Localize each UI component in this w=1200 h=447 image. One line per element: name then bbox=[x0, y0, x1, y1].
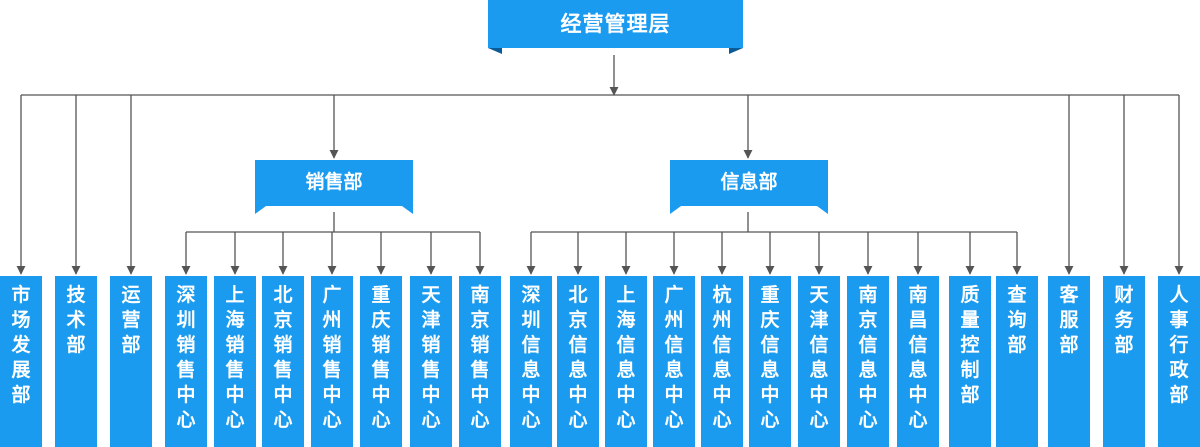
sales-center-box-shanghai: 上海销售中心 bbox=[214, 276, 256, 447]
dept-label: 人事行政部 bbox=[1169, 284, 1189, 406]
info-center-box-chongqing: 重庆信息中心 bbox=[749, 276, 791, 447]
info-center-box-nanchang: 南昌信息中心 bbox=[897, 276, 939, 447]
dept-box-quality-control: 质量控制部 bbox=[949, 276, 991, 447]
dept-label: 运营部 bbox=[121, 284, 141, 356]
info-department-box: 信息部 bbox=[670, 160, 828, 214]
info-center-label: 查询部 bbox=[1007, 284, 1027, 356]
sales-center-label: 深圳销售中心 bbox=[176, 284, 196, 431]
dept-label: 财务部 bbox=[1114, 284, 1134, 356]
sales-center-label: 北京销售中心 bbox=[273, 284, 293, 431]
info-center-box-tianjin: 天津信息中心 bbox=[798, 276, 840, 447]
sales-department-box: 销售部 bbox=[255, 160, 413, 214]
dept-label: 市场发展部 bbox=[11, 284, 31, 406]
sales-center-box-nanjing: 南京销售中心 bbox=[459, 276, 501, 447]
info-center-label: 重庆信息中心 bbox=[760, 284, 780, 431]
dept-box-hr-admin: 人事行政部 bbox=[1158, 276, 1200, 447]
sales-center-box-chongqing: 重庆销售中心 bbox=[360, 276, 402, 447]
ribbon-fold-right bbox=[729, 48, 743, 54]
sales-center-box-tianjin: 天津销售中心 bbox=[410, 276, 452, 447]
sales-center-label: 南京销售中心 bbox=[470, 284, 490, 431]
info-center-box-shanghai: 上海信息中心 bbox=[605, 276, 647, 447]
ribbon-body bbox=[255, 160, 413, 204]
sales-center-box-shenzhen: 深圳销售中心 bbox=[165, 276, 207, 447]
info-center-box-shenzhen: 深圳信息中心 bbox=[510, 276, 552, 447]
info-center-box-beijing: 北京信息中心 bbox=[557, 276, 599, 447]
dept-label: 技术部 bbox=[66, 284, 86, 356]
ribbon-body bbox=[670, 160, 828, 204]
sales-department-label: 销售部 bbox=[305, 171, 363, 193]
info-center-label: 质量控制部 bbox=[960, 284, 980, 406]
sales-center-label: 重庆销售中心 bbox=[371, 284, 391, 431]
info-center-box-guangzhou: 广州信息中心 bbox=[653, 276, 695, 447]
info-center-label: 广州信息中心 bbox=[664, 284, 684, 431]
sales-center-box-guangzhou: 广州销售中心 bbox=[311, 276, 353, 447]
info-center-label: 上海信息中心 bbox=[616, 284, 636, 431]
dept-box-market-development: 市场发展部 bbox=[0, 276, 42, 447]
sales-center-label: 上海销售中心 bbox=[225, 284, 245, 431]
dept-box-customer-service: 客服部 bbox=[1048, 276, 1090, 447]
sales-center-label: 天津销售中心 bbox=[421, 284, 441, 431]
info-center-label: 南京信息中心 bbox=[858, 284, 878, 431]
info-center-label: 杭州信息中心 bbox=[712, 284, 732, 431]
ribbon-fold-left bbox=[488, 48, 502, 54]
info-center-box-hangzhou: 杭州信息中心 bbox=[701, 276, 743, 447]
dept-box-inquiry: 查询部 bbox=[996, 276, 1038, 447]
dept-box-operations: 运营部 bbox=[110, 276, 152, 447]
dept-box-finance: 财务部 bbox=[1103, 276, 1145, 447]
info-center-label: 南昌信息中心 bbox=[908, 284, 928, 431]
sales-center-label: 广州销售中心 bbox=[322, 284, 342, 431]
info-center-label: 天津信息中心 bbox=[809, 284, 829, 431]
info-center-label: 深圳信息中心 bbox=[521, 284, 541, 431]
info-department-label: 信息部 bbox=[720, 171, 778, 193]
dept-box-technology: 技术部 bbox=[55, 276, 97, 447]
info-center-box-nanjing: 南京信息中心 bbox=[847, 276, 889, 447]
top-management-label: 经营管理层 bbox=[560, 12, 671, 36]
dept-label: 客服部 bbox=[1059, 284, 1079, 356]
top-management-box: 经营管理层 bbox=[432, 0, 799, 54]
info-center-label: 北京信息中心 bbox=[568, 284, 588, 431]
sales-center-box-beijing: 北京销售中心 bbox=[262, 276, 304, 447]
ribbon-body bbox=[488, 0, 743, 48]
